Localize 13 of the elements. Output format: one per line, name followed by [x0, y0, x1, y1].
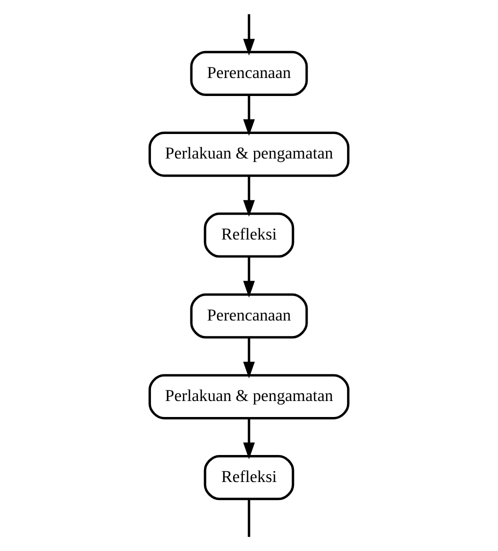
- node-box: Perlakuan & pengamatan: [148, 374, 350, 420]
- node-box: Perlakuan & pengamatan: [148, 132, 350, 177]
- arrow: [243, 418, 255, 460]
- node-box: Perencanaan: [190, 293, 308, 338]
- node-box: Refleksi: [204, 454, 294, 500]
- connector: [248, 499, 250, 537]
- arrow: [243, 176, 255, 217]
- node-box: Refleksi: [204, 212, 294, 258]
- arrow: [243, 95, 255, 136]
- arrow: [243, 338, 255, 378]
- arrow: [243, 14, 255, 56]
- node-box: Perencanaan: [190, 50, 308, 96]
- arrow: [243, 256, 255, 298]
